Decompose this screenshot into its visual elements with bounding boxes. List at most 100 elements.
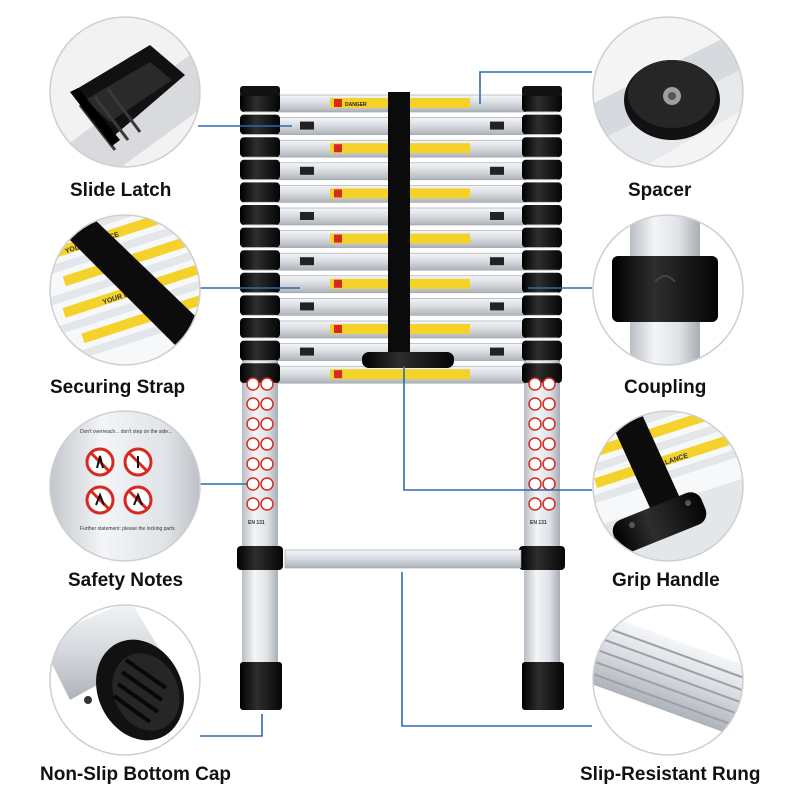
- safety-pictogram: [528, 437, 542, 451]
- rung-latch: [300, 212, 314, 220]
- rung-detail: [592, 604, 744, 756]
- right-coupling: [522, 250, 562, 271]
- left-coupling: [240, 114, 280, 135]
- left-bottom-collar: [237, 546, 283, 570]
- leader-grip-handle: [403, 366, 592, 491]
- left-top-cap: [240, 86, 280, 96]
- safety-pictogram: [246, 497, 260, 511]
- rung-latch: [300, 347, 314, 356]
- safety-pictogram: [542, 457, 556, 471]
- securing-strap-detail: YOUR BALANCE YOUR BALANCE: [49, 214, 201, 366]
- right-top-cap: [522, 86, 562, 96]
- safety-pictogram: [542, 437, 556, 451]
- safety-pictogram: [246, 437, 260, 451]
- bottom-cap-detail: [49, 604, 201, 756]
- safety-pictogram: [542, 377, 556, 391]
- safety-pictogram: [246, 417, 260, 431]
- callout-slide-latch: Slide Latch: [70, 180, 172, 201]
- left-coupling: [240, 318, 280, 338]
- callout-safety-notes: Safety Notes: [68, 570, 184, 591]
- right-coupling: [522, 114, 562, 135]
- securing-strap: [388, 92, 410, 354]
- right-coupling: [522, 227, 562, 248]
- rung-latch: [490, 212, 504, 220]
- safety-pictogram: [260, 457, 274, 471]
- top-danger-text: DANGER: [345, 102, 367, 108]
- right-coupling: [522, 318, 562, 338]
- callout-spacer: Spacer: [628, 180, 692, 201]
- rung-warning-mark: [334, 189, 342, 198]
- safety-pictogram: [246, 377, 260, 391]
- left-coupling: [240, 205, 280, 225]
- rung-warning-mark: [334, 144, 342, 153]
- safety-pictogram: [528, 457, 542, 471]
- left-coupling: [240, 272, 280, 293]
- safety-pictogram: [260, 397, 274, 411]
- safety-pictogram: [542, 477, 556, 491]
- callout-securing-strap: Securing Strap: [50, 377, 186, 398]
- right-coupling: [522, 137, 562, 158]
- left-coupling: [240, 295, 280, 316]
- rung-latch: [490, 166, 504, 175]
- safety-pictogram: [260, 477, 274, 491]
- safety-snippet-text: Don't overreach... don't step on the sid…: [80, 429, 172, 435]
- coupling-detail: [592, 214, 744, 366]
- right-coupling: [522, 205, 562, 225]
- safety-pictogram-grid: [85, 447, 153, 515]
- leader-rung: [401, 572, 592, 727]
- spacer-detail: [592, 16, 744, 168]
- right-standard-mark: EN 131: [530, 520, 547, 526]
- safety-pictogram: [260, 377, 274, 391]
- left-coupling: [240, 182, 280, 203]
- callout-grip-handle: Grip Handle: [612, 570, 720, 591]
- telescopic-ladder: DANGER EN 131 EN 131: [237, 86, 565, 710]
- safety-pictogram: [528, 377, 542, 391]
- safety-footer-text: Further statement: please the locking pa…: [80, 526, 175, 532]
- bottom-rung: [284, 549, 522, 569]
- left-standard-mark: EN 131: [248, 520, 265, 526]
- right-foot-cap: [522, 662, 564, 710]
- safety-pictogram: [246, 457, 260, 471]
- rung-warning-label: [330, 369, 470, 380]
- rung-latch: [300, 121, 314, 130]
- right-coupling: [522, 363, 562, 384]
- callout-rung: Slip-Resistant Rung: [580, 764, 761, 785]
- rung-warning-mark: [334, 325, 342, 333]
- rung-warning-mark: [334, 370, 342, 379]
- safety-pictogram: [246, 397, 260, 411]
- rung-latch: [490, 302, 504, 311]
- left-coupling: [240, 363, 280, 384]
- safety-pictogram: [542, 497, 556, 511]
- safety-pictogram: [542, 417, 556, 431]
- rung-warning-mark: [334, 279, 342, 288]
- left-coupling: [240, 227, 280, 248]
- safety-notes-detail: Don't overreach... don't step on the sid…: [49, 410, 201, 562]
- rung-latch: [300, 166, 314, 175]
- rung-warning-mark: [334, 234, 342, 243]
- leader-spacer: [479, 71, 592, 104]
- right-bottom-collar: [519, 546, 565, 570]
- right-coupling: [522, 159, 562, 180]
- left-foot-cap: [240, 662, 282, 710]
- safety-pictogram: [528, 477, 542, 491]
- grip-handle-detail: YOUR BALANCE: [592, 410, 744, 562]
- left-coupling: [240, 159, 280, 180]
- safety-pictogram: [260, 437, 274, 451]
- safety-pictogram: [542, 397, 556, 411]
- right-coupling: [522, 340, 562, 361]
- leader-bottom-cap: [200, 714, 263, 737]
- slide-latch-detail: [49, 16, 201, 168]
- rung-latch: [490, 121, 504, 130]
- left-coupling: [240, 137, 280, 158]
- grip-handle: [362, 352, 454, 368]
- right-coupling: [522, 92, 562, 112]
- leader-lines: [198, 71, 592, 737]
- callout-bottom-cap: Non-Slip Bottom Cap: [40, 764, 232, 785]
- right-coupling: [522, 272, 562, 293]
- safety-pictogram: [246, 477, 260, 491]
- rung-latch: [490, 257, 504, 266]
- rung-latch: [490, 347, 504, 356]
- right-coupling: [522, 295, 562, 316]
